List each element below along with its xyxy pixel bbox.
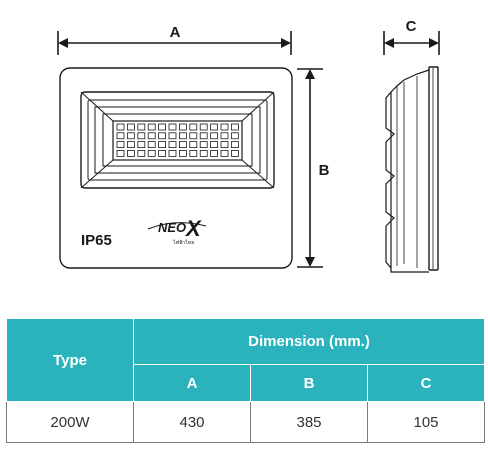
led-chip [158,141,167,149]
led-chip [199,132,208,140]
led-chip [168,141,177,149]
led-chip [158,149,167,157]
led-chip [158,123,167,131]
led-chip [230,132,239,140]
led-chip [189,132,198,140]
led-chip [137,132,146,140]
led-chip [230,141,239,149]
dimension-c-label: C [406,18,417,35]
led-chip [230,123,239,131]
dimension-header: Dimension (mm.) [132,318,486,365]
led-chip [199,149,208,157]
dimension-c-line [383,31,440,55]
led-chip [210,149,219,157]
floodlight-dimension-drawing: A C B IP65 NEO X ไฟฟ้าไทย [57,18,440,273]
led-chip [168,123,177,131]
dimension-table: Type Dimension (mm.) A B C 200W 430 385 … [6,318,486,443]
dimension-a-label: A [170,24,181,41]
led-chip [230,149,239,157]
led-chip [116,123,125,131]
led-chip [137,141,146,149]
led-array [116,123,239,157]
led-chip [147,149,156,157]
led-chip [189,149,198,157]
led-chip [199,123,208,131]
column-b-header: B [250,364,368,402]
led-chip [210,141,219,149]
led-chip [137,149,146,157]
led-chip [168,132,177,140]
led-chip [220,141,229,149]
led-chip [220,149,229,157]
led-chip [147,132,156,140]
svg-text:ไฟฟ้าไทย: ไฟฟ้าไทย [172,239,194,246]
led-chip [147,123,156,131]
type-cell: 200W [6,401,134,443]
front-view [59,67,293,269]
led-chip [199,141,208,149]
neox-logo: NEO X ไฟฟ้าไทย [147,216,207,246]
led-chip [210,123,219,131]
led-chip [178,149,187,157]
ip-rating-label: IP65 [81,232,112,249]
led-chip [189,123,198,131]
led-chip [220,123,229,131]
dimension-a-line [57,31,292,55]
led-chip [158,132,167,140]
dimension-b-cell: 385 [250,401,368,443]
led-chip [178,132,187,140]
dimension-b-label: B [319,162,330,179]
led-chip [116,149,125,157]
led-chip [127,123,135,131]
led-chip [220,132,229,140]
dimension-b-line [297,68,323,268]
led-chip [127,132,135,140]
led-chip [147,141,156,149]
led-chip [178,123,187,131]
led-chip [137,123,146,131]
led-chip [127,149,135,157]
column-a-header: A [133,364,251,402]
led-chip [116,141,125,149]
led-chip [189,141,198,149]
type-header: Type [6,318,134,402]
dimension-c-cell: 105 [366,401,486,443]
led-chip [116,132,125,140]
led-chip [168,149,177,157]
column-c-header: C [366,364,486,402]
led-chip [210,132,219,140]
table-row: 200W 430 385 105 [6,401,486,443]
led-chip [127,141,135,149]
side-view [385,66,439,273]
svg-text:X: X [184,216,202,241]
led-chip [178,141,187,149]
dimension-a-cell: 430 [133,401,251,443]
